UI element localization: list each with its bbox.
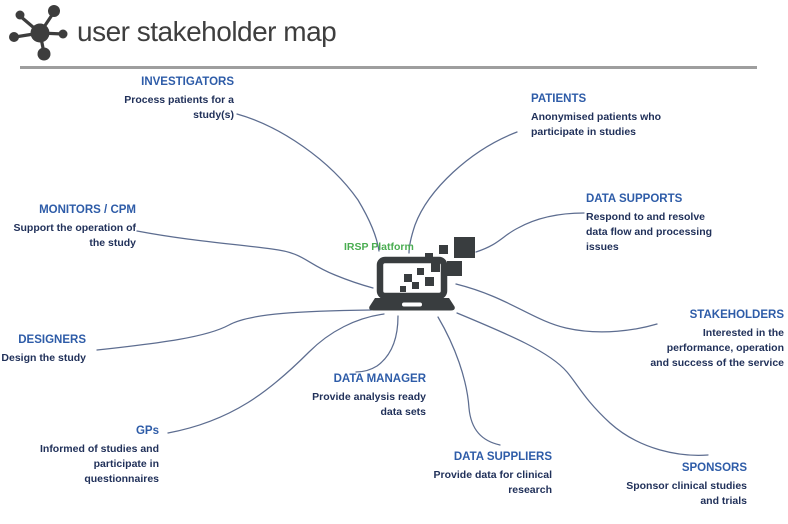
stakeholder-description: Informed of studies and participate in q… <box>40 442 159 486</box>
stakeholder-heading: DATA SUPPLIERS <box>453 451 552 463</box>
desc-line: issues <box>586 240 619 253</box>
platform-label: IRSP Platform <box>344 241 414 253</box>
stakeholder-designers: DESIGNERS Design the study <box>1 333 86 366</box>
connector-gps <box>167 313 385 434</box>
stakeholder-heading: DATA SUPPORTS <box>586 193 683 205</box>
desc-line: Provide analysis ready <box>312 391 426 403</box>
stakeholder-heading: GPs <box>135 425 159 437</box>
desc-line: and trials <box>700 494 747 507</box>
desc-line: Respond to and resolve <box>586 211 706 223</box>
connector-investigators <box>236 113 380 252</box>
stakeholder-description: Provide analysis ready data sets <box>312 390 426 420</box>
desc-line: Process patients for a <box>124 94 234 106</box>
desc-line: participate in studies <box>531 125 637 138</box>
desc-line: Support the operation of <box>13 222 137 234</box>
connector-patients <box>408 131 518 254</box>
stakeholder-description: Respond to and resolve data flow and pro… <box>586 210 712 254</box>
stakeholder-patients: PATIENTS Anonymised patients who partici… <box>531 92 661 140</box>
connector-sponsors <box>456 312 709 456</box>
desc-line: data sets <box>380 405 426 418</box>
desc-line: Provide data for clinical <box>433 469 552 481</box>
desc-line: participate in <box>93 457 159 470</box>
stakeholder-description: Design the study <box>1 351 86 366</box>
stakeholder-data-suppliers: DATA SUPPLIERS Provide data for clinical… <box>434 450 552 498</box>
stakeholder-description: Support the operation of the study <box>14 221 137 251</box>
connector-data-supports <box>475 212 585 253</box>
stakeholder-data-supports: DATA SUPPORTS Respond to and resolve dat… <box>586 192 712 254</box>
connector-designers <box>96 309 372 351</box>
stakeholder-heading: INVESTIGATORS <box>141 76 234 88</box>
desc-line: Sponsor clinical studies <box>626 480 747 492</box>
desc-line: study(s) <box>193 108 234 121</box>
stakeholder-heading: STAKEHOLDERS <box>689 309 784 321</box>
stakeholder-heading: DATA MANAGER <box>333 373 426 385</box>
stakeholder-heading: PATIENTS <box>531 93 587 105</box>
desc-line: and success of the service <box>650 356 784 369</box>
stakeholder-description: Sponsor clinical studies and trials <box>626 479 747 509</box>
stakeholder-description: Anonymised patients who participate in s… <box>531 110 661 140</box>
desc-line: the study <box>89 236 136 249</box>
header-divider <box>20 66 757 69</box>
desc-line: Interested in the <box>702 327 784 339</box>
desc-line: Anonymised patients who <box>531 111 662 123</box>
stakeholder-description: Interested in the performance, operation… <box>650 326 784 370</box>
desc-line: data flow and processing <box>586 225 713 238</box>
stakeholder-heading: DESIGNERS <box>18 334 86 346</box>
desc-line: Informed of studies and <box>39 443 159 455</box>
stakeholder-description: Process patients for a study(s) <box>124 93 234 123</box>
stakeholder-heading: MONITORS / CPM <box>39 204 136 216</box>
stakeholder-description: Provide data for clinical research <box>434 468 552 498</box>
network-molecule-icon <box>9 5 68 61</box>
connector-data-manager <box>355 315 399 373</box>
stakeholder-investigators: INVESTIGATORS Process patients for a stu… <box>124 75 234 123</box>
desc-line: Design the study <box>1 352 86 364</box>
connector-monitors-cpm <box>136 230 374 289</box>
desc-line: performance, operation <box>666 341 784 354</box>
stakeholder-data-manager: DATA MANAGER Provide analysis ready data… <box>312 372 426 420</box>
connector-data-suppliers <box>437 316 501 446</box>
desc-line: research <box>508 483 552 496</box>
stakeholder-gps: GPs Informed of studies and participate … <box>40 424 159 486</box>
stakeholder-sponsors: SPONSORS Sponsor clinical studies and tr… <box>626 461 747 509</box>
desc-line: questionnaires <box>84 472 159 485</box>
laptop-data-icon <box>369 237 475 311</box>
stakeholder-heading: SPONSORS <box>681 462 747 474</box>
page-title: user stakeholder map <box>77 16 337 47</box>
stakeholder-stakeholders: STAKEHOLDERS Interested in the performan… <box>650 308 784 370</box>
connector-stakeholders <box>455 283 658 333</box>
stakeholder-monitors-cpm: MONITORS / CPM Support the operation of … <box>14 203 137 251</box>
